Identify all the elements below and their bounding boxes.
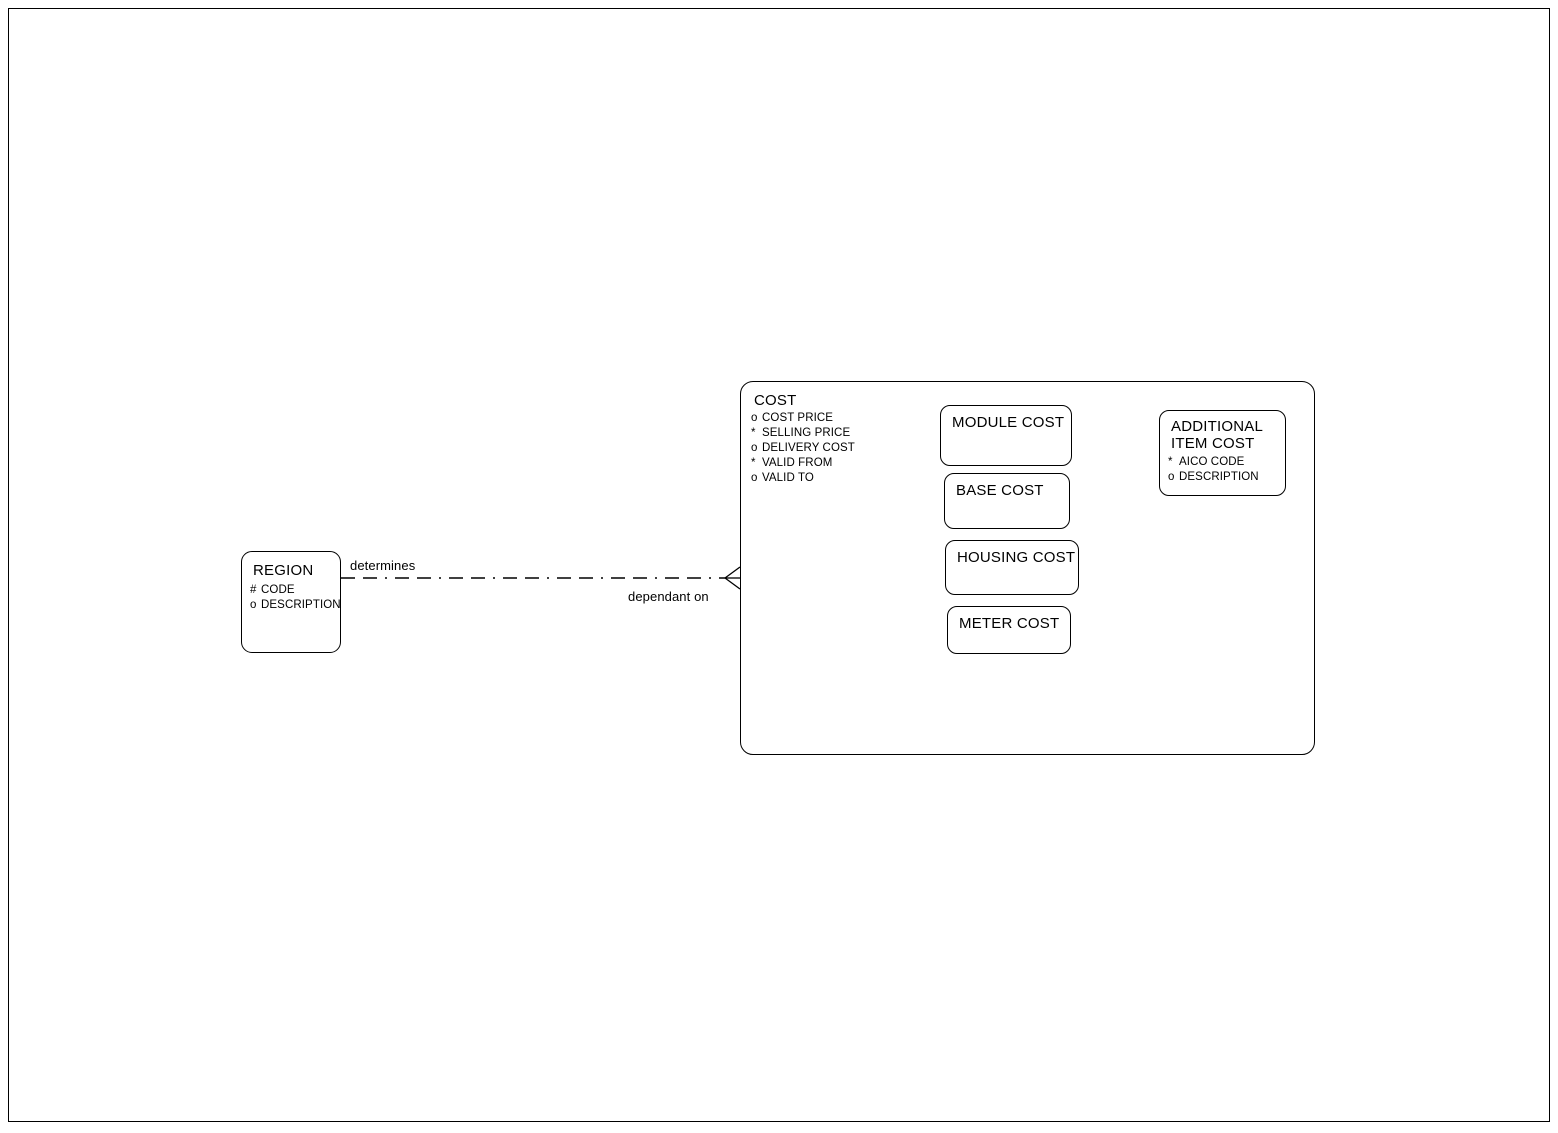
attribute-mark: * [751,427,756,439]
attribute-name: DELIVERY COST [762,442,855,454]
entity-region[interactable]: REGION # CODE o DESCRIPTION [241,551,341,653]
entity-module-cost-title: MODULE COST [952,414,1065,431]
attribute-row: o DESCRIPTION [1168,470,1259,485]
entity-region-title: REGION [253,562,314,579]
attribute-row: o VALID TO [751,471,855,486]
entity-additional-item-cost-attributes: * AICO CODE o DESCRIPTION [1168,455,1259,485]
attribute-row: * VALID FROM [751,456,855,471]
attribute-name: DESCRIPTION [261,599,341,611]
attribute-mark: o [1168,471,1175,483]
attribute-name: VALID FROM [762,457,833,469]
attribute-mark: * [1168,456,1173,468]
entity-base-cost[interactable]: BASE COST [944,473,1070,529]
attribute-name: CODE [261,584,295,596]
entity-cost-title: COST [754,392,797,409]
attribute-mark: * [751,457,756,469]
attribute-row: o DELIVERY COST [751,441,855,456]
attribute-mark: o [751,412,758,424]
attribute-name: DESCRIPTION [1179,471,1259,483]
attribute-mark: # [250,584,257,596]
entity-additional-item-cost-title: ADDITIONAL ITEM COST [1171,418,1264,452]
attribute-row: o DESCRIPTION [250,598,341,613]
entity-base-cost-title: BASE COST [956,482,1044,499]
attribute-name: VALID TO [762,472,814,484]
attribute-mark: o [751,442,758,454]
attribute-name: AICO CODE [1179,456,1245,468]
attribute-name: COST PRICE [762,412,834,424]
attribute-name: SELLING PRICE [762,427,851,439]
entity-meter-cost-title: METER COST [959,615,1060,632]
entity-housing-cost[interactable]: HOUSING COST [945,540,1079,595]
entity-housing-cost-title: HOUSING COST [957,549,1076,566]
entity-region-attributes: # CODE o DESCRIPTION [250,583,341,613]
entity-additional-item-cost[interactable]: ADDITIONAL ITEM COST * AICO CODE o DESCRIP… [1159,410,1286,496]
entity-meter-cost[interactable]: METER COST [947,606,1071,654]
attribute-mark: o [250,599,257,611]
relationship-label-determines: determines [350,558,416,573]
attribute-row: # CODE [250,583,340,598]
entity-module-cost[interactable]: MODULE COST [940,405,1072,466]
relationship-label-dependant-on: dependant on [628,589,709,604]
attribute-row: * AICO CODE [1168,455,1259,470]
attribute-row: o COST PRICE [751,411,855,426]
attribute-row: * SELLING PRICE [751,426,855,441]
attribute-mark: o [751,472,758,484]
